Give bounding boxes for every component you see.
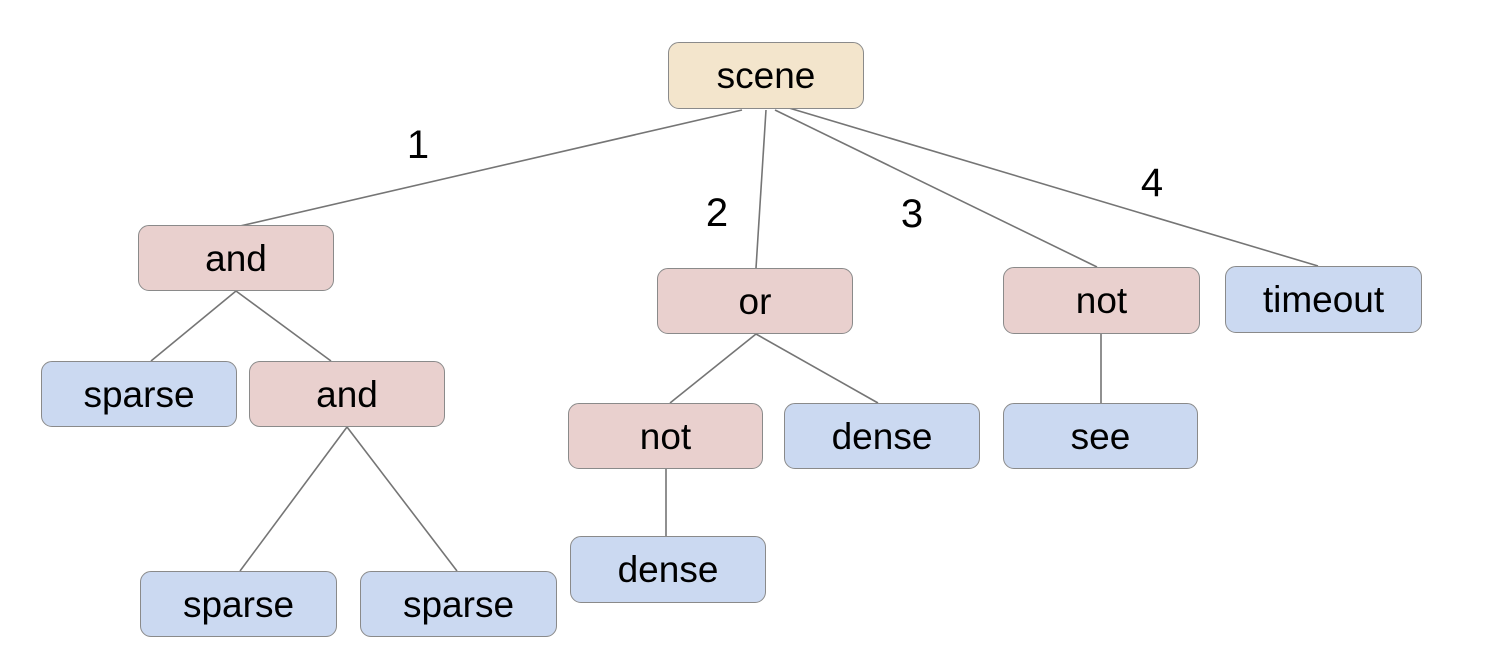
edge-and-1-to-and-2 [235, 290, 332, 362]
tree-node-sparse-3[interactable]: sparse [360, 571, 557, 637]
edge-scene-to-and-1 [239, 109, 743, 227]
node-label: not [1075, 280, 1128, 321]
edge-and-2-to-sparse-3 [346, 426, 458, 572]
node-label: dense [831, 415, 933, 457]
node-label: and [316, 373, 378, 415]
edge-label-4: 4 [1140, 161, 1164, 205]
node-label: and [205, 237, 267, 279]
edge-label-3: 3 [900, 192, 924, 236]
tree-node-dense-2[interactable]: dense [570, 536, 766, 603]
node-label: dense [617, 549, 719, 590]
tree-node-sparse-1[interactable]: sparse [41, 361, 237, 427]
tree-node-and-1[interactable]: and [138, 225, 334, 291]
edge-or-1-to-not-2 [669, 333, 757, 404]
node-label: or [738, 280, 772, 322]
tree-node-and-2[interactable]: and [249, 361, 445, 427]
node-label: sparse [182, 583, 295, 625]
edge-and-1-to-sparse-1 [150, 290, 237, 362]
tree-node-or-1[interactable]: or [657, 268, 853, 334]
edge-scene-to-not-1 [774, 109, 1098, 268]
edge-and-2-to-sparse-2 [239, 426, 348, 572]
node-label: sparse [83, 373, 195, 415]
node-label: see [1070, 415, 1131, 457]
tree-node-sparse-2[interactable]: sparse [140, 571, 337, 637]
node-label: scene [716, 55, 816, 96]
tree-node-scene[interactable]: scene [668, 42, 864, 109]
edge-label-1: 1 [406, 123, 430, 167]
tree-node-dense-1[interactable]: dense [784, 403, 980, 469]
edge-scene-to-or-1 [755, 109, 767, 269]
tree-node-see-1[interactable]: see [1003, 403, 1198, 469]
node-label: timeout [1262, 279, 1385, 320]
node-label: sparse [402, 583, 515, 625]
tree-node-timeout-1[interactable]: timeout [1225, 266, 1422, 333]
edge-scene-to-timeout-1 [788, 107, 1319, 267]
node-label: not [639, 415, 692, 457]
tree-node-not-1[interactable]: not [1003, 267, 1200, 334]
edge-or-1-to-dense-1 [755, 333, 879, 404]
tree-node-not-2[interactable]: not [568, 403, 763, 469]
edge-label-2: 2 [705, 191, 729, 235]
